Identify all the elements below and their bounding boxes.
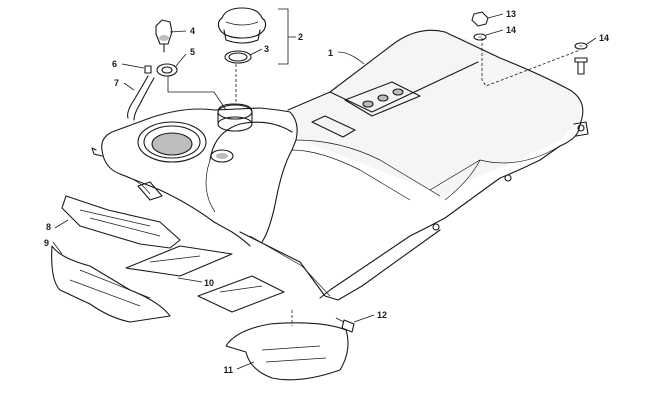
callout-7: 7 (114, 78, 119, 88)
protective-pad-10 (125, 245, 285, 313)
vent-valve (155, 19, 173, 53)
vent-hose (127, 75, 155, 121)
protective-pad-9 (51, 245, 171, 323)
fitting (335, 317, 355, 333)
callout-11: 11 (223, 365, 233, 375)
fuel-tank-body (91, 28, 589, 301)
washer-right (574, 42, 588, 50)
leader-lines (52, 13, 597, 370)
callout-4: 4 (190, 26, 195, 36)
callout-1: 1 (328, 48, 333, 58)
callout-8: 8 (46, 222, 51, 232)
mounting-screw (574, 57, 588, 75)
callout-6: 6 (112, 59, 117, 69)
grommet (156, 63, 178, 77)
callout-2: 2 (298, 32, 303, 42)
callout-10: 10 (204, 278, 214, 288)
callout-14-right: 14 (599, 33, 609, 43)
callout-9: 9 (44, 238, 49, 248)
bracket-2 (278, 8, 296, 65)
hose-clamp (144, 65, 152, 74)
protective-pad-8 (61, 195, 181, 249)
protective-pad-11 (225, 322, 349, 381)
nut (471, 11, 489, 27)
fuel-cap (217, 7, 267, 44)
callout-13: 13 (506, 9, 516, 19)
callout-14-left: 14 (506, 25, 516, 35)
callout-5: 5 (190, 47, 195, 57)
cap-gasket (224, 50, 252, 64)
callout-3: 3 (264, 44, 269, 54)
callout-12: 12 (377, 310, 387, 320)
washer-left (473, 33, 487, 41)
